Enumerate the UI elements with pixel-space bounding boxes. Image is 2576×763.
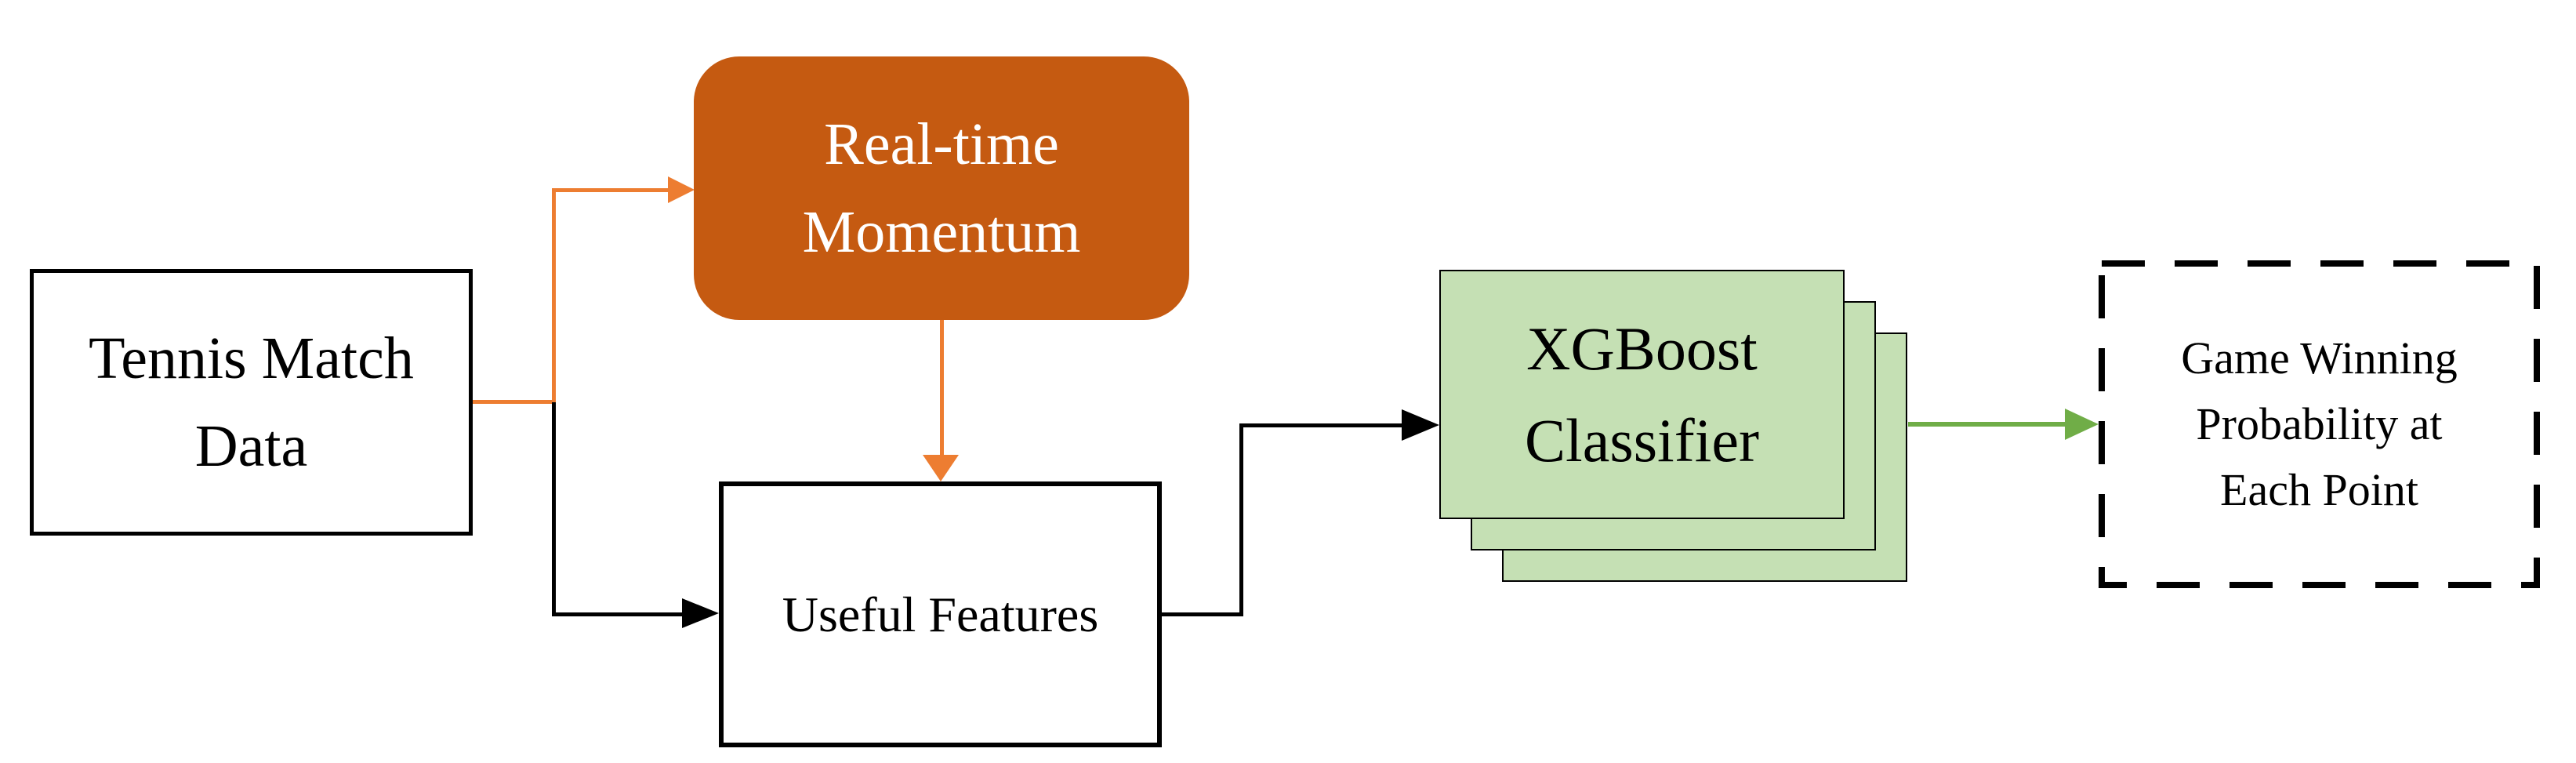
xgboost-label-line1: XGBoost (1526, 314, 1758, 383)
useful-features-node: Useful Features (719, 481, 1162, 747)
useful-features-label: Useful Features (782, 586, 1099, 642)
features-to-xgboost-arrow-segment-v (1239, 423, 1243, 616)
momentum-to-features-arrow-segment-v (940, 320, 944, 456)
real-time-momentum-node: Real-time Momentum (694, 56, 1189, 320)
output-label-line1: Game Winning (2181, 332, 2458, 383)
output-label-line2: Probability at (2196, 398, 2443, 449)
output-label-line3: Each Point (2220, 464, 2418, 516)
tennis-to-momentum-arrow-segment-h1 (473, 400, 556, 404)
tennis-to-momentum-arrow-segment-h2 (552, 188, 669, 192)
tennis-to-features-arrow-segment-v (552, 402, 556, 616)
game-winning-probability-label: Game Winning Probability at Each Point (2181, 325, 2458, 523)
tennis-match-data-label-line2: Data (194, 413, 308, 479)
tennis-match-data-node: Tennis Match Data (30, 269, 473, 536)
tennis-to-features-arrowhead-icon (682, 598, 719, 628)
game-winning-probability-node: Game Winning Probability at Each Point (2099, 260, 2540, 588)
tennis-to-features-arrow-segment-h (552, 612, 684, 616)
real-time-momentum-label-line2: Momentum (802, 199, 1081, 265)
features-to-xgboost-arrowhead-icon (1402, 409, 1439, 441)
tennis-to-momentum-arrow-segment-v (552, 188, 556, 404)
features-to-xgboost-arrow-segment-h2 (1239, 423, 1402, 427)
xgboost-to-output-arrowhead-icon (2065, 409, 2099, 440)
dashed-border (2099, 260, 2540, 588)
tennis-match-data-label-line1: Tennis Match (89, 325, 414, 391)
xgboost-label-line2: Classifier (1525, 406, 1759, 474)
xgboost-to-output-arrow-segment-h (1908, 422, 2066, 427)
real-time-momentum-label-line1: Real-time (824, 111, 1059, 177)
xgboost-classifier-node: XGBoost Classifier (1439, 270, 1845, 519)
tennis-to-momentum-arrowhead-icon (668, 176, 695, 203)
momentum-to-features-arrowhead-icon (923, 455, 959, 481)
features-to-xgboost-arrow-segment-h1 (1162, 612, 1243, 616)
